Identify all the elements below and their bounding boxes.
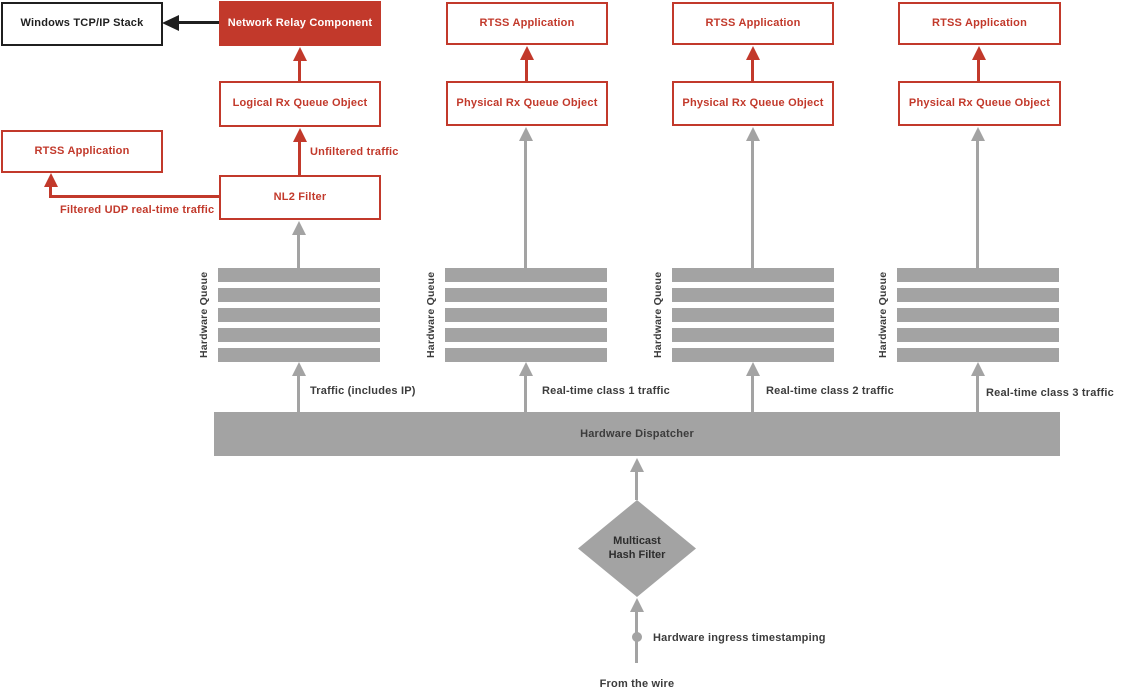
traffic-includes-ip-label: Traffic (includes IP) — [310, 385, 416, 397]
queue-bar — [218, 288, 380, 302]
hardware-queue-label: Hardware Queue — [198, 271, 210, 359]
arrow-relay-to-windows-line — [176, 21, 219, 24]
arrow-dispatcher-to-queue1-head — [292, 362, 306, 376]
realtime-class1-label: Real-time class 1 traffic — [542, 385, 670, 397]
nl2-filter-node: NL2 Filter — [219, 175, 381, 220]
arrow-dispatcher-to-queue4-line — [976, 374, 979, 412]
queue-bar — [672, 308, 834, 322]
from-the-wire-label: From the wire — [599, 678, 675, 690]
arrow-physical-to-rtss-line — [525, 58, 528, 81]
unfiltered-traffic-label: Unfiltered traffic — [310, 146, 399, 158]
arrow-queue3-to-physical-line — [751, 139, 754, 268]
arrow-dispatcher-to-queue4-head — [971, 362, 985, 376]
network-relay-node: Network Relay Component — [219, 1, 381, 46]
arrow-physical-to-rtss-line — [977, 58, 980, 81]
rtss-application-node: RTSS Application — [672, 2, 834, 45]
queue-bar — [897, 288, 1059, 302]
arrow-queue4-to-physical-line — [976, 139, 979, 268]
arrow-queue1-to-nl2-head — [292, 221, 306, 235]
arrow-queue4-to-physical-head — [971, 127, 985, 141]
arrow-queue1-to-nl2-line — [297, 233, 300, 268]
hardware-ingress-timestamping-label: Hardware ingress timestamping — [653, 632, 826, 644]
realtime-class2-label: Real-time class 2 traffic — [766, 385, 894, 397]
hardware-queue-4 — [897, 268, 1059, 362]
hardware-queue-2 — [445, 268, 607, 362]
arrow-relay-to-windows-head — [162, 15, 179, 31]
queue-bar — [218, 308, 380, 322]
arrow-dispatcher-to-queue1-line — [297, 374, 300, 412]
windows-tcpip-stack-node: Windows TCP/IP Stack — [1, 2, 163, 46]
queue-bar — [672, 288, 834, 302]
arrow-nl2-to-rtss-vline — [49, 186, 52, 198]
multicast-hash-filter-line2: Hash Filter — [608, 548, 666, 561]
physical-rx-queue-node: Physical Rx Queue Object — [672, 81, 834, 126]
arrow-logical-to-relay-line — [298, 59, 301, 81]
hardware-queue-label: Hardware Queue — [425, 271, 437, 359]
arrow-dispatcher-to-queue2-head — [519, 362, 533, 376]
arrow-nl2-to-rtss-hline — [49, 195, 219, 198]
filtered-udp-label: Filtered UDP real-time traffic — [60, 204, 215, 216]
arrow-hash-to-dispatcher-head — [630, 458, 644, 472]
rtss-application-left-node: RTSS Application — [1, 130, 163, 173]
arrow-dispatcher-to-queue3-line — [751, 374, 754, 412]
arrow-queue2-to-physical-line — [524, 139, 527, 268]
queue-bar — [445, 348, 607, 362]
arrow-dispatcher-to-queue3-head — [746, 362, 760, 376]
arrow-physical-to-rtss-head — [520, 46, 534, 60]
queue-bar — [672, 348, 834, 362]
hardware-queue-3 — [672, 268, 834, 362]
arrow-wire-to-hash-head — [630, 598, 644, 612]
queue-bar — [445, 308, 607, 322]
queue-bar — [897, 328, 1059, 342]
queue-bar — [445, 328, 607, 342]
arrow-nl2-to-rtss-head — [44, 173, 58, 187]
physical-rx-queue-node: Physical Rx Queue Object — [898, 81, 1061, 126]
arrow-nl2-to-logical-line — [298, 140, 301, 175]
rtss-application-node: RTSS Application — [446, 2, 608, 45]
queue-bar — [218, 348, 380, 362]
hardware-queue-label: Hardware Queue — [877, 271, 889, 359]
arrow-dispatcher-to-queue2-line — [524, 374, 527, 412]
timestamp-point-dot — [632, 632, 642, 642]
rtss-application-node: RTSS Application — [898, 2, 1061, 45]
arrow-physical-to-rtss-line — [751, 58, 754, 81]
hardware-queue-1 — [218, 268, 380, 362]
multicast-hash-filter-node: Multicast Hash Filter — [578, 500, 696, 597]
queue-bar — [445, 288, 607, 302]
logical-rx-queue-node: Logical Rx Queue Object — [219, 81, 381, 127]
hardware-dispatcher-node: Hardware Dispatcher — [214, 412, 1060, 456]
arrow-hash-to-dispatcher-line — [635, 470, 638, 500]
arrow-queue3-to-physical-head — [746, 127, 760, 141]
queue-bar — [218, 328, 380, 342]
realtime-class3-label: Real-time class 3 traffic — [986, 387, 1114, 399]
arrow-nl2-to-logical-head — [293, 128, 307, 142]
hardware-queue-label: Hardware Queue — [652, 271, 664, 359]
queue-bar — [672, 328, 834, 342]
queue-bar — [897, 308, 1059, 322]
queue-bar — [897, 268, 1059, 282]
arrow-logical-to-relay-head — [293, 47, 307, 61]
queue-bar — [672, 268, 834, 282]
arrow-physical-to-rtss-head — [972, 46, 986, 60]
multicast-hash-filter-line1: Multicast — [613, 534, 661, 547]
queue-bar — [218, 268, 380, 282]
arrow-queue2-to-physical-head — [519, 127, 533, 141]
queue-bar — [445, 268, 607, 282]
queue-bar — [897, 348, 1059, 362]
physical-rx-queue-node: Physical Rx Queue Object — [446, 81, 608, 126]
arrow-physical-to-rtss-head — [746, 46, 760, 60]
